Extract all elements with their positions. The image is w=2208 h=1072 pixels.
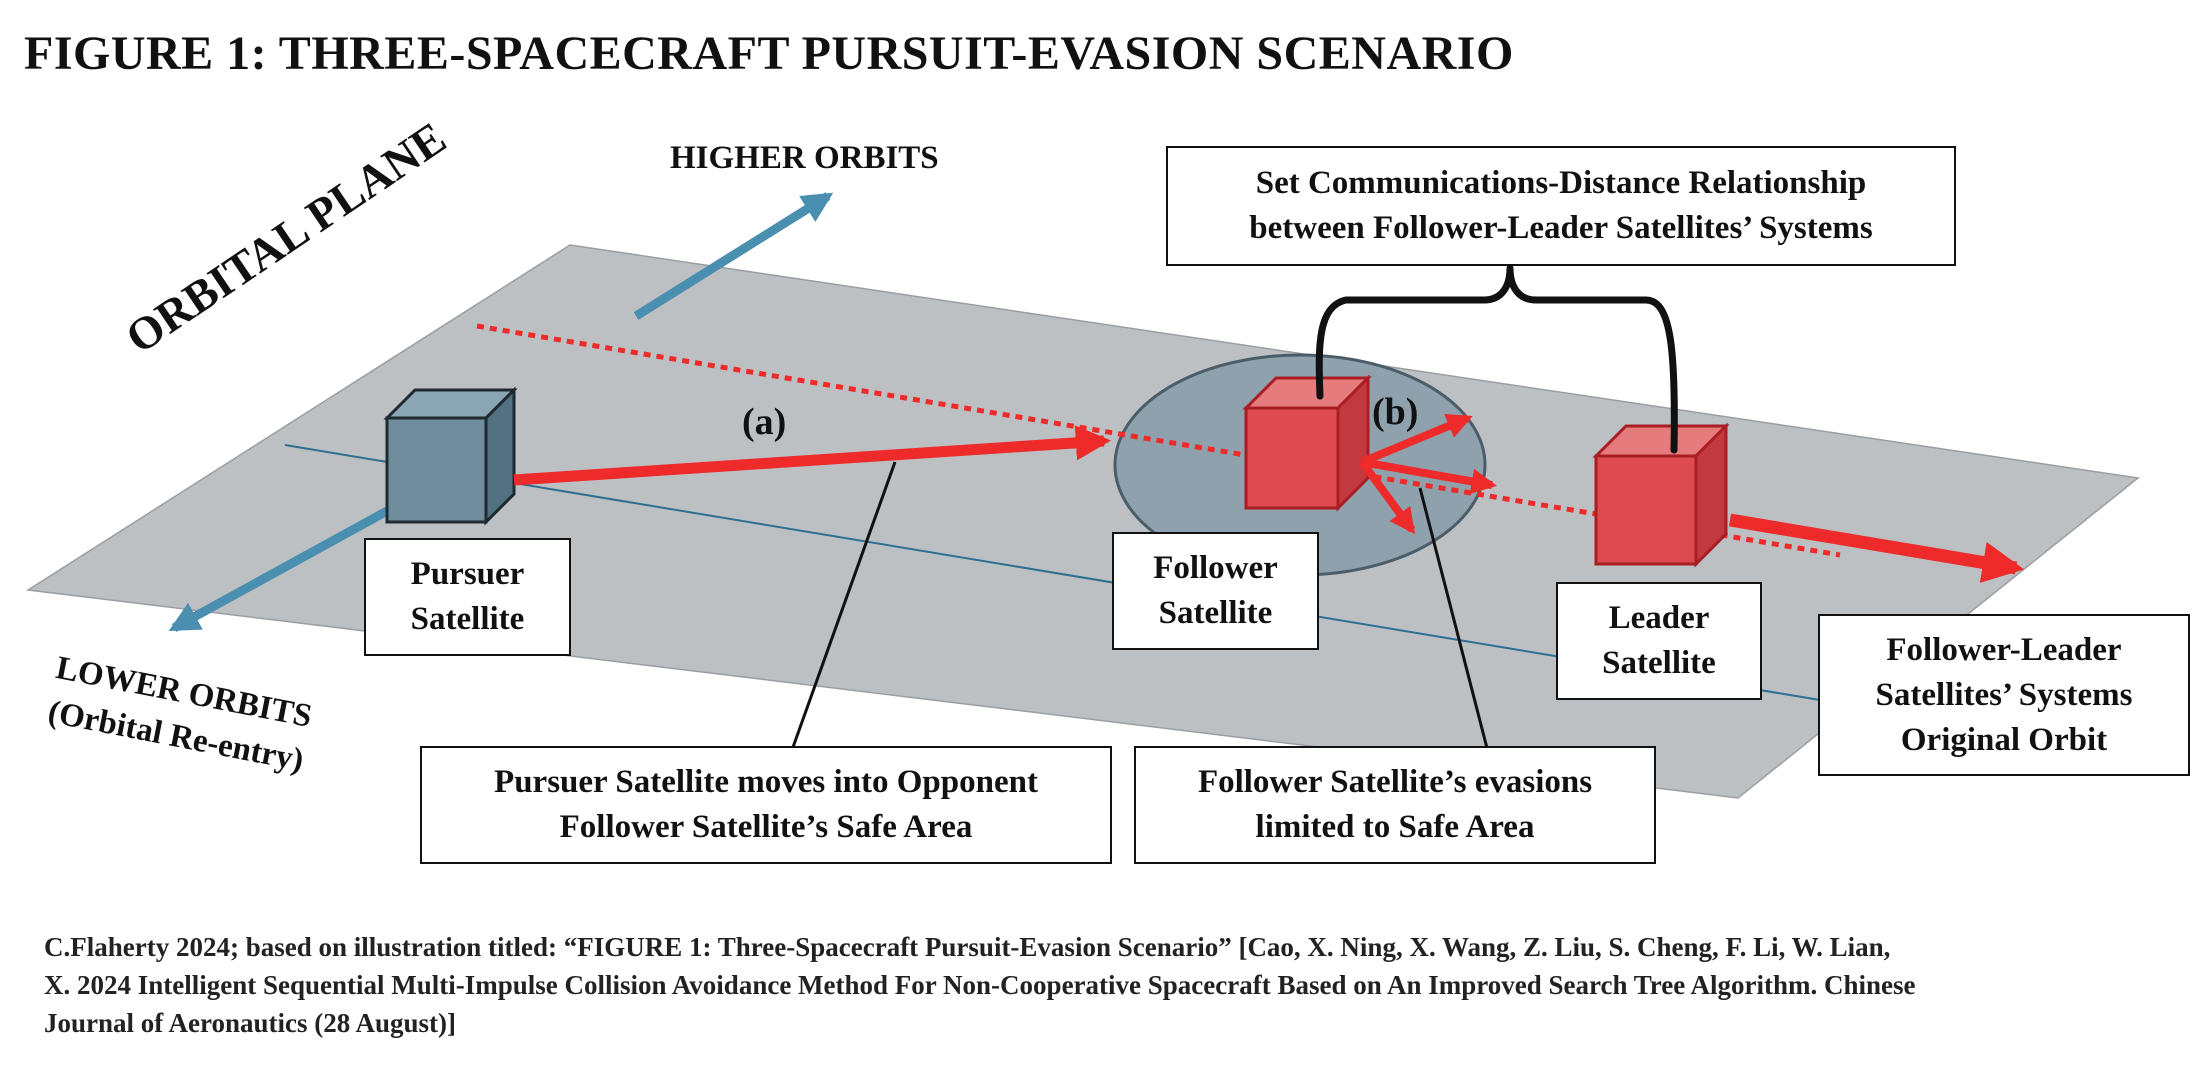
original-orbit-box: Follower-Leader Satellites’ Systems Orig… — [1818, 614, 2190, 776]
leader-box-line: Leader — [1608, 600, 1710, 636]
orbit-box-line: Follower-Leader — [1886, 631, 2122, 668]
evasion-arrow-right — [1361, 458, 1498, 495]
callout-line-pursuer-moves — [790, 461, 897, 751]
orbit-box-line: Original Orbit — [1900, 721, 2108, 758]
leader-orbit-arrow — [1728, 513, 2025, 584]
higher-orbits-label: HIGHER ORBITS — [670, 140, 939, 176]
original-orbit-dotted-line — [476, 323, 1841, 558]
leader-cube-icon — [1592, 422, 1730, 568]
callout-line-evasions — [1418, 487, 1490, 753]
evasion-arrow-down — [1358, 459, 1416, 535]
communication-bracket — [1315, 264, 1678, 454]
credit-line: X. 2024 Intelligent Sequential Multi-Imp… — [44, 970, 1916, 1000]
pursuer-moves-box: Pursuer Satellite moves into Opponent Fo… — [420, 746, 1112, 864]
evasion-arrow-up — [1360, 414, 1473, 466]
comm-box-line: Set Communications-Distance Relationship — [1255, 165, 1867, 201]
follower-satellite-box: Follower Satellite — [1112, 532, 1319, 650]
credit-line: Journal of Aeronautics (28 August)] — [44, 1008, 457, 1038]
evasions-line: Follower Satellite’s evasions — [1197, 764, 1593, 800]
label-a: (a) — [742, 401, 787, 443]
pursuer-box-line: Satellite — [410, 601, 525, 637]
pursuer-approach-arrow — [513, 425, 1112, 486]
pursuer-cube-icon — [383, 386, 518, 526]
pursuer-box-line: Pursuer — [410, 556, 525, 592]
evasions-line: limited to Safe Area — [1255, 809, 1535, 845]
figure-title: FIGURE 1: THREE-SPACECRAFT PURSUIT-EVASI… — [24, 27, 1514, 80]
higher-orbits-arrow — [633, 192, 834, 320]
follower-box-line: Satellite — [1158, 595, 1273, 631]
pursuer-satellite-box: Pursuer Satellite — [364, 538, 571, 656]
pursuer-moves-line: Pursuer Satellite moves into Opponent — [494, 764, 1038, 800]
leader-box-line: Satellite — [1602, 645, 1716, 681]
pursuer-moves-line: Follower Satellite’s Safe Area — [559, 809, 973, 845]
follower-box-line: Follower — [1153, 550, 1278, 586]
leader-satellite-box: Leader Satellite — [1556, 582, 1762, 700]
comm-relationship-box: Set Communications-Distance Relationship… — [1166, 146, 1956, 266]
source-credit: C.Flaherty 2024; based on illustration t… — [44, 928, 2174, 1042]
comm-box-line: between Follower-Leader Satellites’ Syst… — [1249, 210, 1873, 246]
orbit-box-line: Satellites’ Systems — [1875, 676, 2133, 713]
follower-cube-icon — [1242, 374, 1372, 512]
evasions-box: Follower Satellite’s evasions limited to… — [1134, 746, 1656, 864]
label-b: (b) — [1372, 391, 1419, 433]
credit-line: C.Flaherty 2024; based on illustration t… — [44, 932, 1891, 962]
